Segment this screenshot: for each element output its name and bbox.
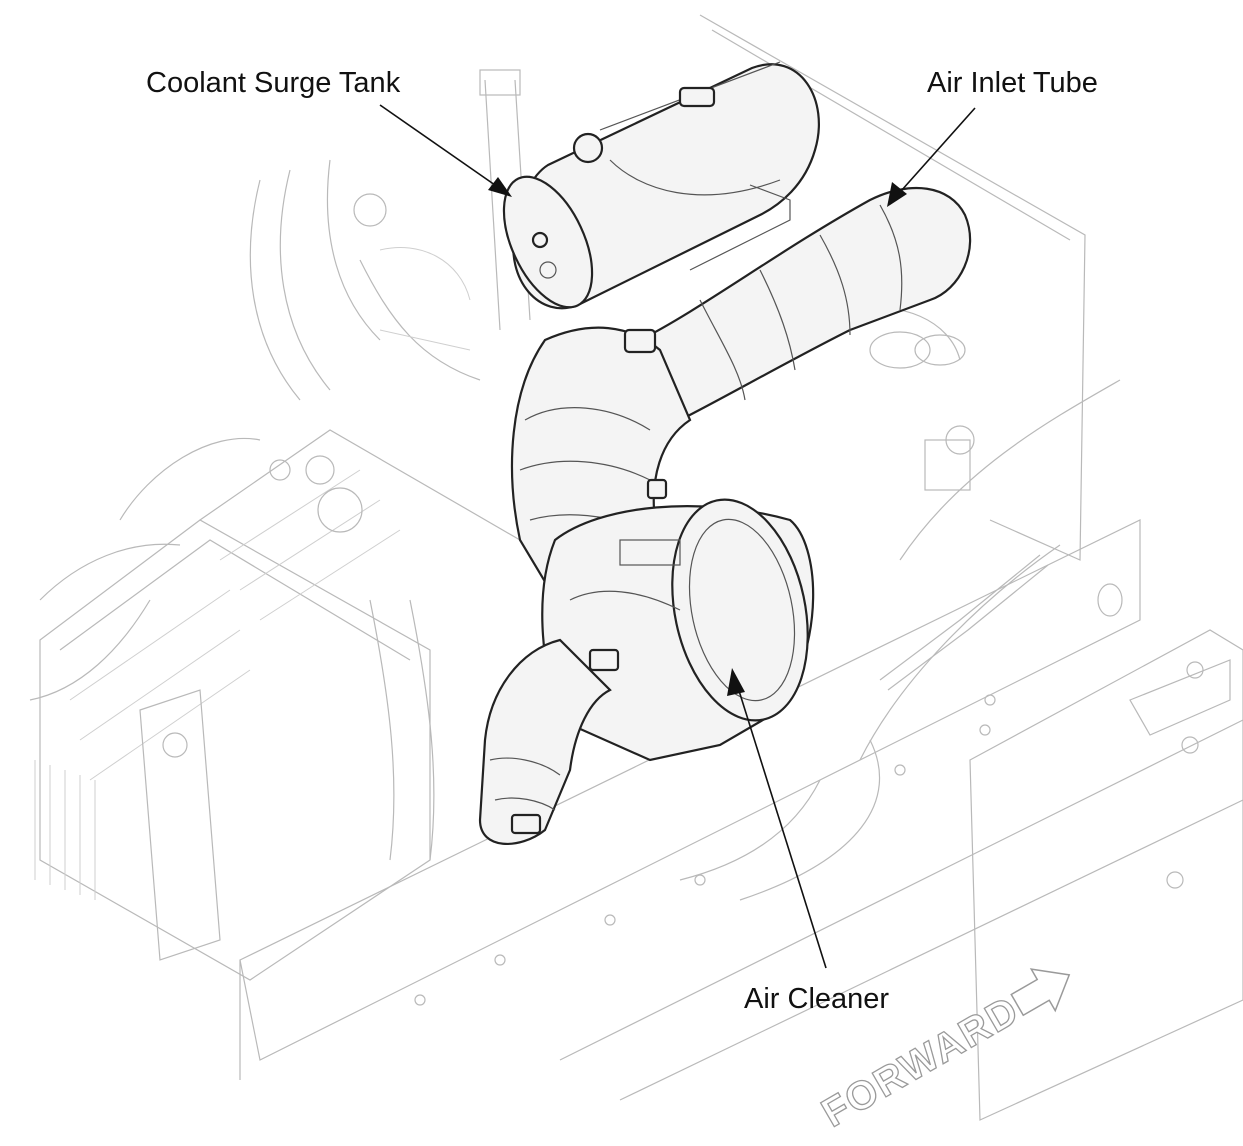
air-inlet-tube-label: Air Inlet Tube: [927, 67, 1098, 99]
air-cleaner: [478, 498, 815, 846]
coolant-surge-tank-label: Coolant Surge Tank: [146, 67, 401, 99]
callout-leaders: [379, 104, 976, 969]
forward-arrow-icon: [1010, 968, 1071, 1017]
arrowhead-air-inlet-tube: [887, 182, 907, 207]
air-inlet-tube: [510, 186, 972, 592]
leader-coolant-surge-tank: [379, 104, 506, 193]
arrowhead-air-cleaner: [727, 668, 745, 696]
air-cleaner-label: Air Cleaner: [744, 983, 890, 1015]
engine-background-lineart: [29, 14, 1243, 1121]
forward-marking: FORWARD: [814, 968, 1071, 1136]
coolant-surge-tank: [502, 61, 820, 310]
leader-air-inlet-tube: [892, 107, 976, 201]
arrowhead-coolant-surge-tank: [488, 177, 512, 197]
leader-air-cleaner: [734, 677, 827, 969]
